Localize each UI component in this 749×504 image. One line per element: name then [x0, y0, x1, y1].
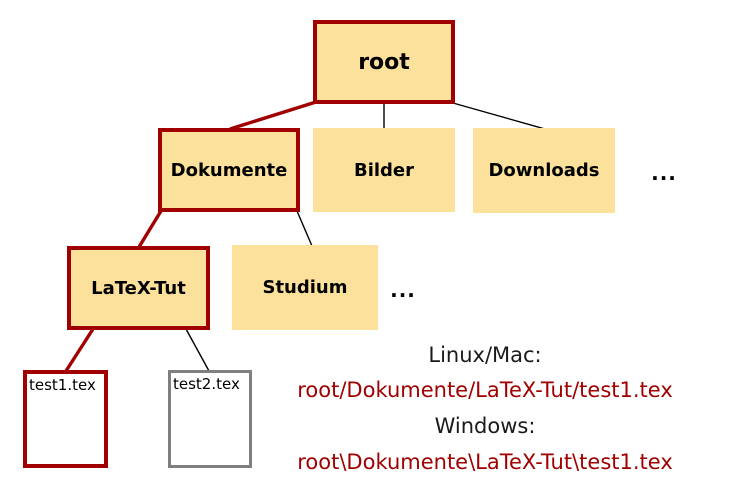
- node-test2-label: test2.tex: [173, 375, 240, 393]
- edge-latextut-test1-highlighted: [64, 328, 95, 372]
- edge-dokumente-latextut-highlighted: [137, 210, 163, 248]
- tree-node-downloads: Downloads: [473, 128, 615, 213]
- linux-path-text: root/Dokumente/LaTeX-Tut/test1.tex: [297, 378, 673, 402]
- ellipsis-row2: ...: [651, 161, 677, 185]
- tree-node-bilder: Bilder: [313, 128, 455, 212]
- node-test1-label: test1.tex: [29, 376, 96, 394]
- ellipsis-row3: ...: [390, 278, 416, 302]
- node-latex-tut-label: LaTeX-Tut: [91, 277, 186, 299]
- tree-node-root: root: [313, 20, 455, 104]
- tree-node-studium: Studium: [232, 245, 378, 330]
- node-root-label: root: [358, 49, 410, 75]
- tree-node-test1-file: test1.tex: [23, 370, 108, 468]
- linux-mac-label: Linux/Mac:: [428, 343, 542, 367]
- windows-path-text: root\Dokumente\LaTeX-Tut\test1.tex: [297, 450, 673, 474]
- node-downloads-label: Downloads: [488, 160, 600, 181]
- node-studium-label: Studium: [262, 277, 348, 298]
- node-dokumente-label: Dokumente: [170, 159, 288, 181]
- edge-root-downloads: [452, 102, 546, 130]
- tree-node-test2-file: test2.tex: [168, 370, 252, 468]
- windows-label: Windows:: [434, 414, 536, 438]
- node-bilder-label: Bilder: [353, 159, 415, 181]
- edge-latextut-test2: [185, 328, 210, 372]
- tree-node-latex-tut: LaTeX-Tut: [67, 246, 210, 330]
- edge-dokumente-studium: [296, 210, 313, 247]
- edge-root-dokumente-highlighted: [229, 100, 317, 131]
- tree-node-dokumente: Dokumente: [158, 128, 300, 212]
